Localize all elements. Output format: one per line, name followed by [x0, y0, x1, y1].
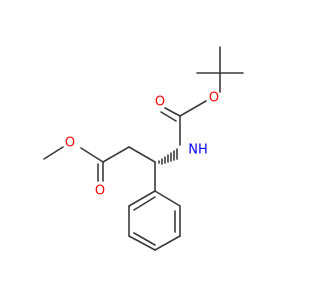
bond-ch2-to-ester-c — [102, 146, 130, 163]
ester-oxygen-label: O — [65, 136, 75, 151]
ring-bond-1 — [154, 190, 181, 207]
tert-butyl-group — [196, 46, 244, 93]
bond-ester-c-to-o — [80, 147, 104, 163]
bond-carbonyl-c-to-o-1 — [164, 107, 181, 117]
boc-carbonyl-oxygen-label: O — [155, 95, 165, 110]
molecule-diagram: O O NH O O — [0, 0, 300, 300]
background — [0, 0, 300, 300]
ring-bond-4 — [128, 235, 156, 251]
ester-carbonyl-oxygen-label: O — [95, 184, 105, 199]
bond-carbonyl-c-to-o-2 — [160, 111, 177, 122]
bond-o-to-methyl — [43, 146, 64, 160]
ring-bond-6 — [128, 190, 156, 207]
ester-backbone — [43, 146, 156, 182]
bond-stereocenter-to-ch2 — [128, 146, 156, 163]
bond-o-to-carbonyl-c — [179, 100, 207, 117]
phenyl-ring — [128, 161, 181, 251]
boc-ether-oxygen-label: O — [209, 91, 219, 106]
nh-label: NH — [188, 143, 208, 158]
hashed-wedge-bond — [158, 148, 178, 165]
ring-double-bond-2 — [133, 232, 156, 246]
boc-carbamate — [160, 100, 207, 146]
ring-bond-3 — [154, 235, 181, 251]
ring-double-bond-3 — [133, 196, 156, 211]
